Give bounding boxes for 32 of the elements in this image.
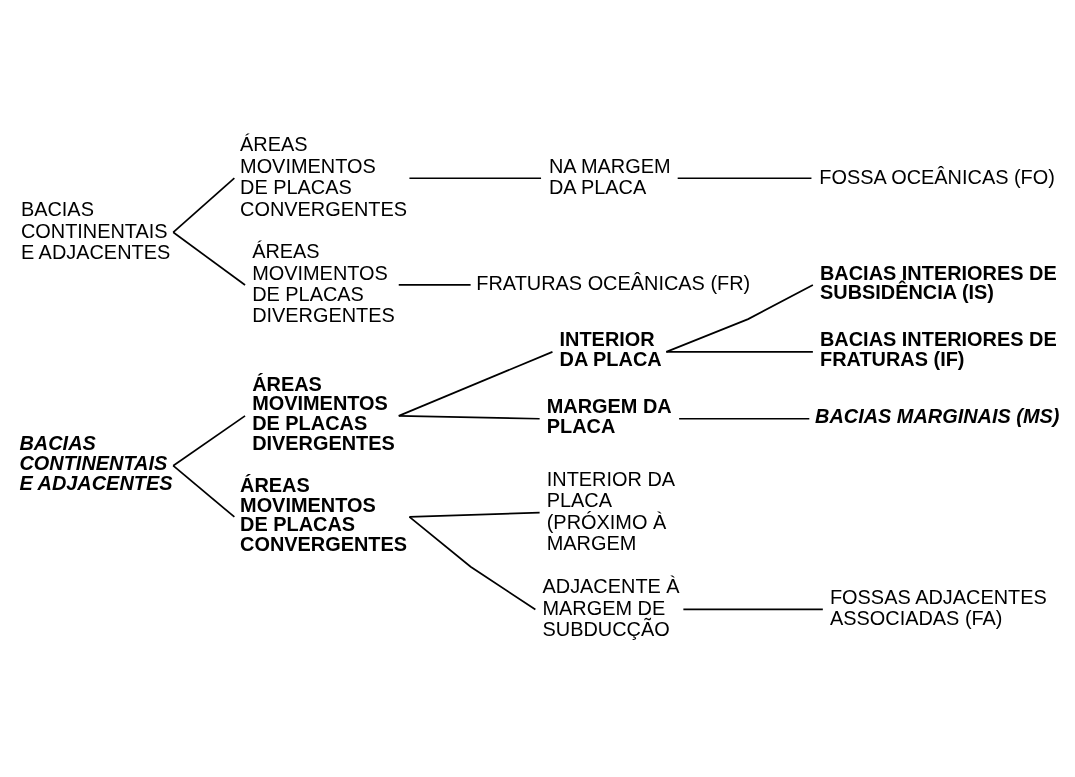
connector xyxy=(172,177,236,234)
connector xyxy=(665,284,814,353)
node-text: NA MARGEM DA PLACA xyxy=(548,154,671,199)
connector xyxy=(676,177,813,180)
node-text: FOSSA OCEÂNICAS (FO) xyxy=(819,165,1055,188)
node-text: ÁREAS MOVIMENTOS DE PLACAS CONVERGENTES xyxy=(240,133,408,220)
node-text: BACIAS CONTINENTAIS E ADJACENTES xyxy=(19,432,173,495)
connector xyxy=(678,417,811,420)
node-text: FOSSAS ADJACENTES ASSOCIADAS (FA) xyxy=(829,586,1047,630)
connector xyxy=(172,231,246,286)
node-text: MARGEM DA PLACA xyxy=(546,395,672,438)
node-text: BACIAS MARGINAIS (MS) xyxy=(815,404,1060,427)
connector xyxy=(408,516,537,611)
connector xyxy=(665,351,814,353)
node-text: ÁREAS MOVIMENTOS DE PLACAS DIVERGENTES xyxy=(252,372,395,455)
node-text: INTERIOR DA PLACA (PRÓXIMO À MARGEM xyxy=(546,467,676,554)
connector xyxy=(397,284,472,286)
node-text: FRATURAS OCEÂNICAS (FR) xyxy=(476,272,751,295)
node-text: BACIAS INTERIORES DE FRATURAS (IF) xyxy=(819,328,1057,371)
connector xyxy=(682,608,824,611)
connector xyxy=(172,464,236,518)
node-text: ADJACENTE À MARGEM DE SUBDUCÇÃO xyxy=(542,575,680,641)
node-text: ÁREAS MOVIMENTOS DE PLACAS DIVERGENTES xyxy=(252,240,395,327)
node-text: BACIAS INTERIORES DE SUBSIDÊNCIA (IS) xyxy=(819,261,1057,304)
connector xyxy=(397,351,554,417)
node-text: INTERIOR DA PLACA xyxy=(559,328,662,371)
connector xyxy=(172,415,246,467)
connector xyxy=(397,415,541,420)
connector xyxy=(408,177,542,180)
node-text: BACIAS CONTINENTAIS E ADJACENTES xyxy=(20,198,171,263)
node-text: ÁREAS MOVIMENTOS DE PLACAS CONVERGENTES xyxy=(240,473,408,556)
connector xyxy=(408,511,541,518)
